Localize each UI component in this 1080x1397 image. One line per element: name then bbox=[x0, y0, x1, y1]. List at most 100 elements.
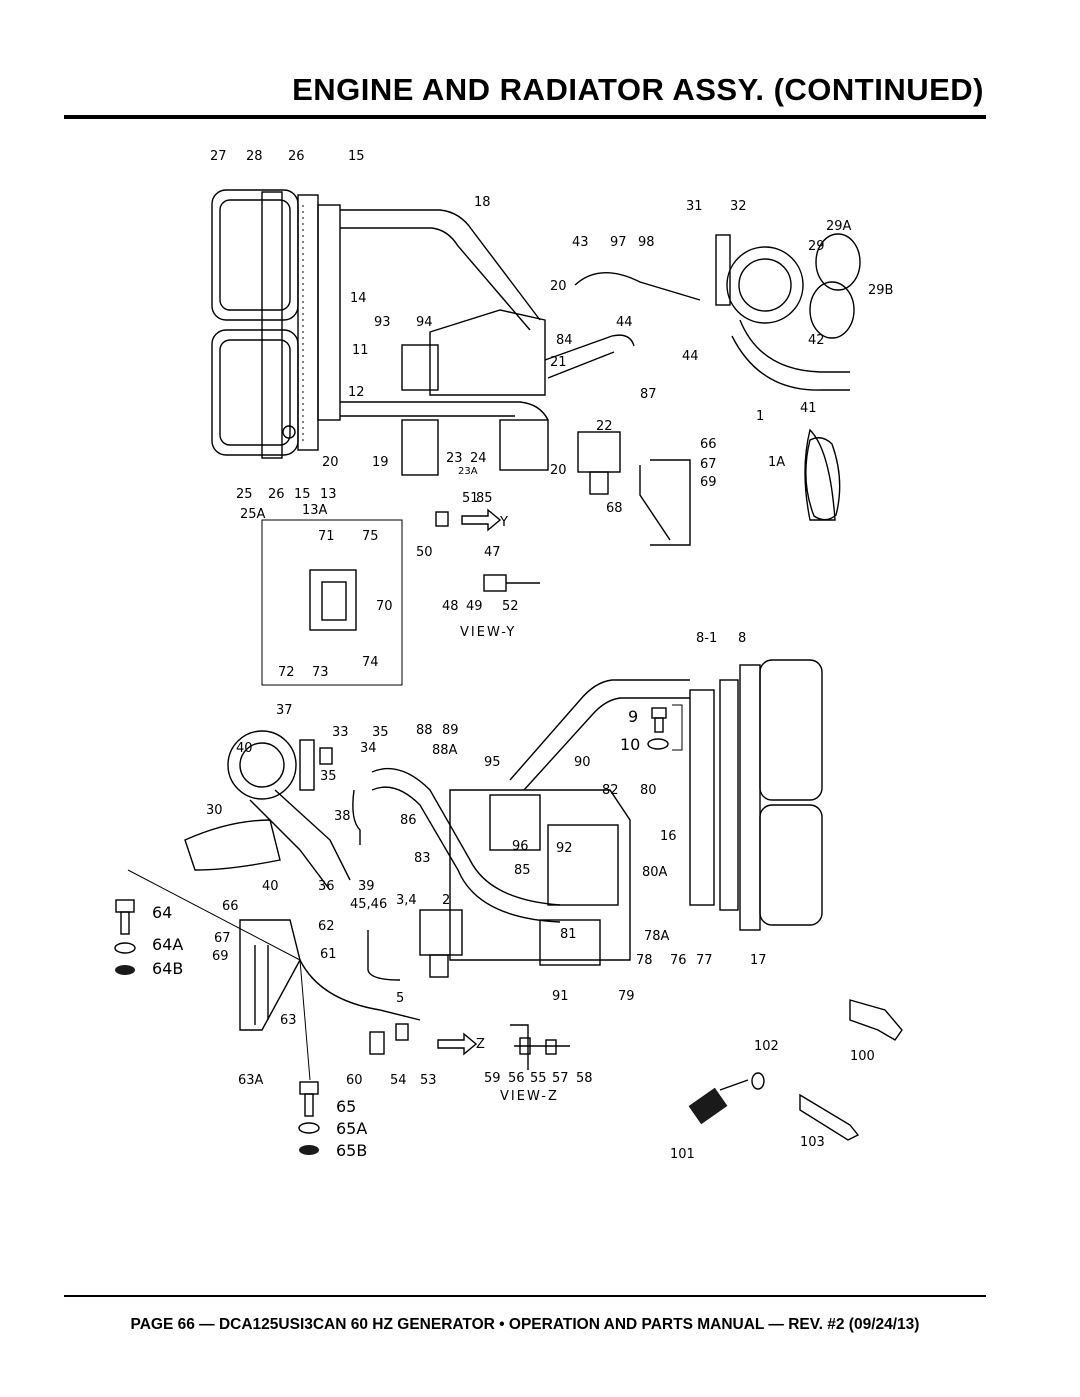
callout: 103 bbox=[800, 1135, 825, 1150]
callout: 44 bbox=[682, 349, 699, 364]
callout: 54 bbox=[390, 1073, 407, 1088]
callout: 80A bbox=[642, 865, 668, 880]
radiator-upper bbox=[211, 189, 341, 459]
callout: 59 bbox=[484, 1071, 501, 1086]
callout: 92 bbox=[556, 841, 573, 856]
callout: 42 bbox=[808, 333, 825, 348]
callout: 19 bbox=[372, 455, 389, 470]
callout: 70 bbox=[376, 599, 393, 614]
callout: 78 bbox=[636, 953, 653, 968]
callout: 29B bbox=[868, 283, 893, 298]
callout: 53 bbox=[420, 1073, 437, 1088]
callout: 45,46 bbox=[350, 897, 387, 912]
callout: 33 bbox=[332, 725, 349, 740]
callout: 68 bbox=[606, 501, 623, 516]
v-belt-1a bbox=[805, 437, 841, 521]
callout: 83 bbox=[414, 851, 431, 866]
callout: 87 bbox=[640, 387, 657, 402]
callout: 40 bbox=[236, 741, 253, 756]
callout: 12 bbox=[348, 385, 365, 400]
callout: 2 bbox=[442, 893, 450, 908]
callout: 57 bbox=[552, 1071, 569, 1086]
callout: 30 bbox=[206, 803, 223, 818]
callout: 25 bbox=[236, 487, 253, 502]
callout: 15 bbox=[348, 149, 365, 164]
callout: 85 bbox=[476, 491, 493, 506]
callout: 88 bbox=[416, 723, 433, 738]
callout: 64B bbox=[152, 959, 183, 978]
callout: 61 bbox=[320, 947, 337, 962]
callout: 100 bbox=[850, 1049, 875, 1064]
callout: 62 bbox=[318, 919, 335, 934]
callout: 64 bbox=[152, 903, 172, 922]
view-y-detail bbox=[261, 508, 540, 686]
air-cleaner-upper bbox=[574, 233, 861, 521]
callout: 82 bbox=[602, 783, 619, 798]
callout: 44 bbox=[616, 315, 633, 330]
bolt-stack-65 bbox=[298, 1081, 320, 1155]
callout: 76 bbox=[670, 953, 687, 968]
callout: 58 bbox=[576, 1071, 593, 1086]
callout: 66 bbox=[222, 899, 239, 914]
callout: 71 bbox=[318, 529, 335, 544]
callout: 47 bbox=[484, 545, 501, 560]
callout: 89 bbox=[442, 723, 459, 738]
callout: 77 bbox=[696, 953, 713, 968]
radiator-lower bbox=[689, 659, 823, 931]
callout: 16 bbox=[660, 829, 677, 844]
callout: 14 bbox=[350, 291, 367, 306]
engine-block-upper bbox=[401, 309, 691, 546]
callout: 3,4 bbox=[396, 893, 417, 908]
callout: 91 bbox=[552, 989, 569, 1004]
callout: 29A bbox=[826, 219, 852, 234]
view-z-detail bbox=[369, 1023, 570, 1070]
callout: 67 bbox=[214, 931, 231, 946]
callout: 27 bbox=[210, 149, 227, 164]
callout: 1A bbox=[768, 455, 785, 470]
callout: 50 bbox=[416, 545, 433, 560]
callout: 84 bbox=[556, 333, 573, 348]
callout: 64A bbox=[152, 935, 183, 954]
callout: 63 bbox=[280, 1013, 297, 1028]
callout: 65 bbox=[336, 1097, 356, 1116]
bolt-9-washer-10 bbox=[647, 704, 683, 751]
callout: 41 bbox=[800, 401, 817, 416]
callout: 93 bbox=[374, 315, 391, 330]
callout: 9 bbox=[628, 707, 638, 726]
callout: 20 bbox=[550, 463, 567, 478]
callout: 26 bbox=[268, 487, 285, 502]
arrow-z-label: Z bbox=[476, 1037, 485, 1052]
view-y-label: VIEW-Y bbox=[460, 625, 516, 640]
callout: 1 bbox=[756, 409, 764, 424]
callout: 74 bbox=[362, 655, 379, 670]
callout: 63A bbox=[238, 1073, 264, 1088]
callout: 80 bbox=[640, 783, 657, 798]
callout: 35 bbox=[372, 725, 389, 740]
callout: 86 bbox=[400, 813, 417, 828]
callout: 10 bbox=[620, 735, 640, 754]
callout: 8 bbox=[738, 631, 746, 646]
callout: 38 bbox=[334, 809, 351, 824]
callout: 20 bbox=[322, 455, 339, 470]
callout: 29 bbox=[808, 239, 825, 254]
callout: 18 bbox=[474, 195, 491, 210]
arrow-y-label: Y bbox=[499, 515, 508, 530]
callout: 20 bbox=[550, 279, 567, 294]
callout: 98 bbox=[638, 235, 655, 250]
callout: 5 bbox=[396, 991, 404, 1006]
callout: 22 bbox=[596, 419, 613, 434]
coolant-hoses-lower bbox=[352, 679, 690, 923]
callout: 52 bbox=[502, 599, 519, 614]
footer-rule bbox=[64, 1295, 986, 1297]
callout: 56 bbox=[508, 1071, 525, 1086]
callout: 17 bbox=[750, 953, 767, 968]
callout: 43 bbox=[572, 235, 589, 250]
header-rule bbox=[64, 115, 986, 119]
callout: 23 bbox=[446, 451, 463, 466]
sensors bbox=[688, 999, 903, 1141]
callout: 69 bbox=[212, 949, 229, 964]
callout: 88A bbox=[432, 743, 458, 758]
callout: 65B bbox=[336, 1141, 367, 1160]
callout: 78A bbox=[644, 929, 670, 944]
